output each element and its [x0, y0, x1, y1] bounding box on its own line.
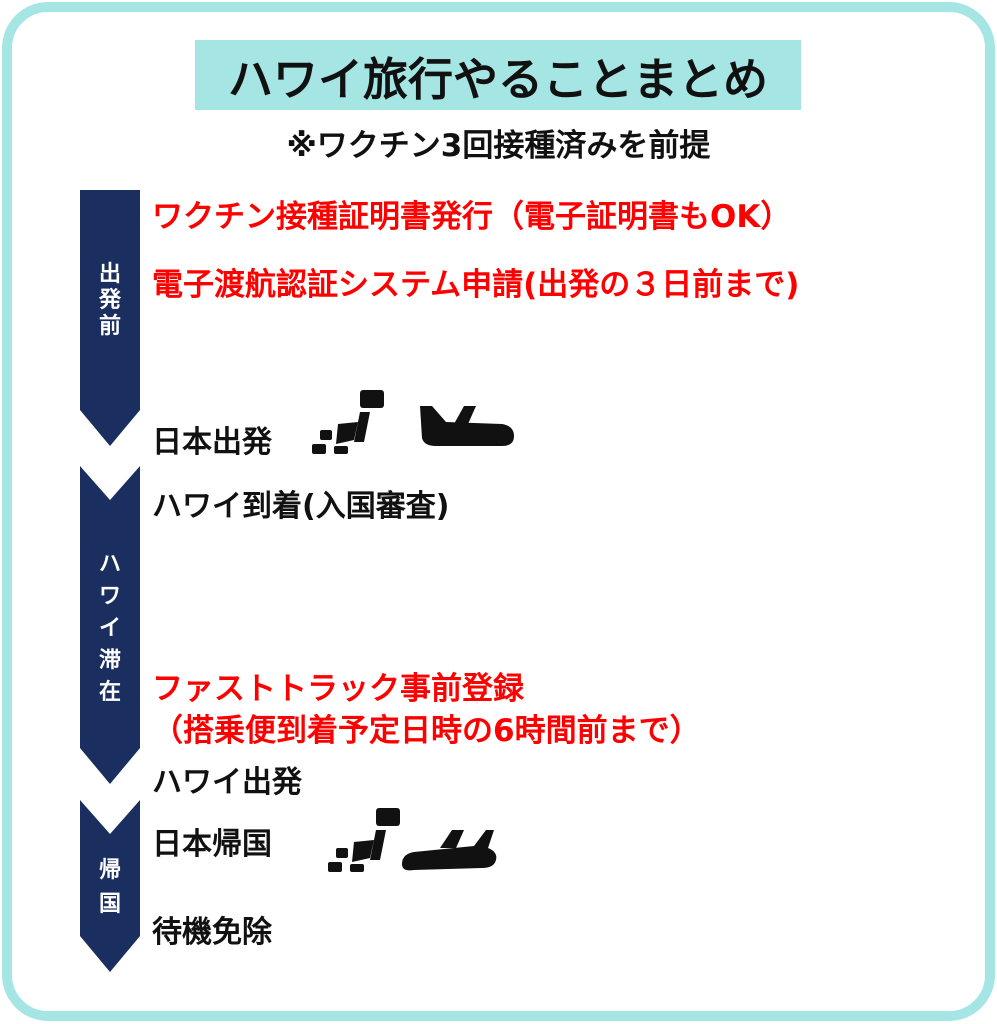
- item-japan-return: 日本帰国: [152, 827, 272, 862]
- item-hawaii-arrival: ハワイ到着(入国審査): [152, 489, 450, 524]
- item-hawaii-departure: ハワイ出発: [152, 765, 302, 800]
- page-title: ハワイ旅行やることまとめ: [227, 52, 768, 106]
- airplane-takeoff-icon: [420, 406, 514, 446]
- phase-label-return-home: 帰 国: [90, 858, 130, 918]
- phase-label-char: 滞: [98, 648, 121, 673]
- phase-label-before-departure: 出 発 前: [90, 262, 130, 340]
- phase-label-char: 前: [98, 314, 121, 339]
- japan-map-icon: [328, 808, 400, 872]
- item-vaccine-certificate: ワクチン接種証明書発行（電子証明書もOK）: [152, 199, 792, 235]
- phase-label-char: 帰: [98, 858, 121, 883]
- phase-label-char: 国: [98, 892, 121, 917]
- phase-label-char: ワ: [98, 584, 121, 609]
- item-japan-departure: 日本出発: [152, 425, 272, 460]
- phase-label-hawaii-stay: ハ ワ イ 滞 在: [90, 552, 130, 706]
- phase-label-char: 在: [98, 680, 121, 705]
- item-quarantine-exemption: 待機免除: [152, 915, 272, 950]
- phase-arrow-hawaii-stay: [80, 466, 140, 784]
- item-fast-track: ファストトラック事前登録: [152, 671, 524, 707]
- item-fast-track-deadline: （搭乗便到着予定日時の6時間前まで）: [152, 713, 701, 749]
- phase-label-char: イ: [98, 616, 121, 641]
- phase-arrow-before-departure: [80, 190, 140, 446]
- airplane-landing-icon: [402, 830, 497, 871]
- phase-label-char: ハ: [98, 552, 121, 577]
- phase-label-char: 発: [98, 288, 121, 313]
- item-esta-application: 電子渡航認証システム申請(出発の３日前まで): [152, 267, 800, 303]
- phase-arrow-return-home: [80, 800, 140, 972]
- page-subtitle: ※ワクチン3回接種済みを前提: [286, 128, 711, 164]
- japan-map-icon: [312, 390, 384, 454]
- phase-label-char: 出: [98, 262, 121, 287]
- title-banner: ハワイ旅行やることまとめ: [195, 40, 801, 110]
